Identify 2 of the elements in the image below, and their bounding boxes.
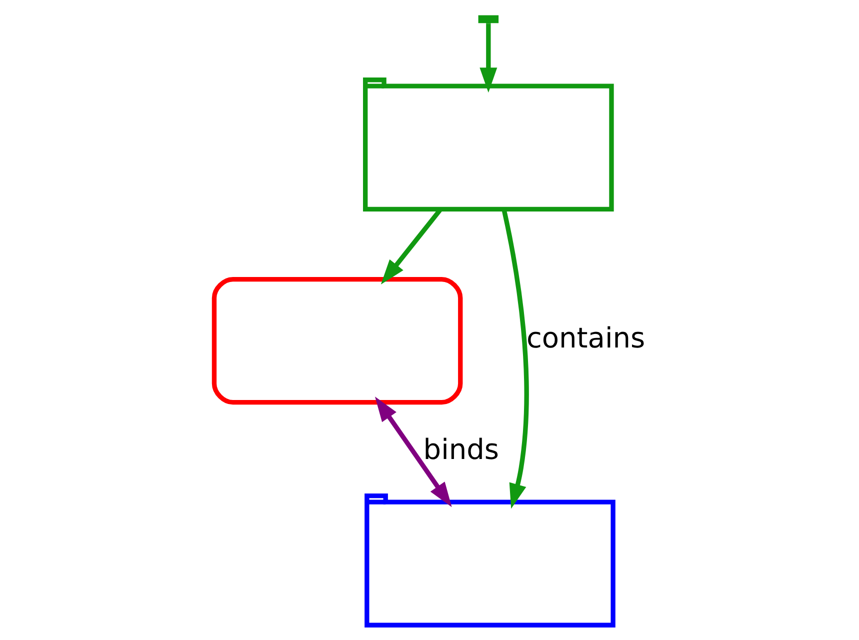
edge-label: contains	[526, 322, 645, 355]
edge-label: binds	[422, 433, 499, 466]
